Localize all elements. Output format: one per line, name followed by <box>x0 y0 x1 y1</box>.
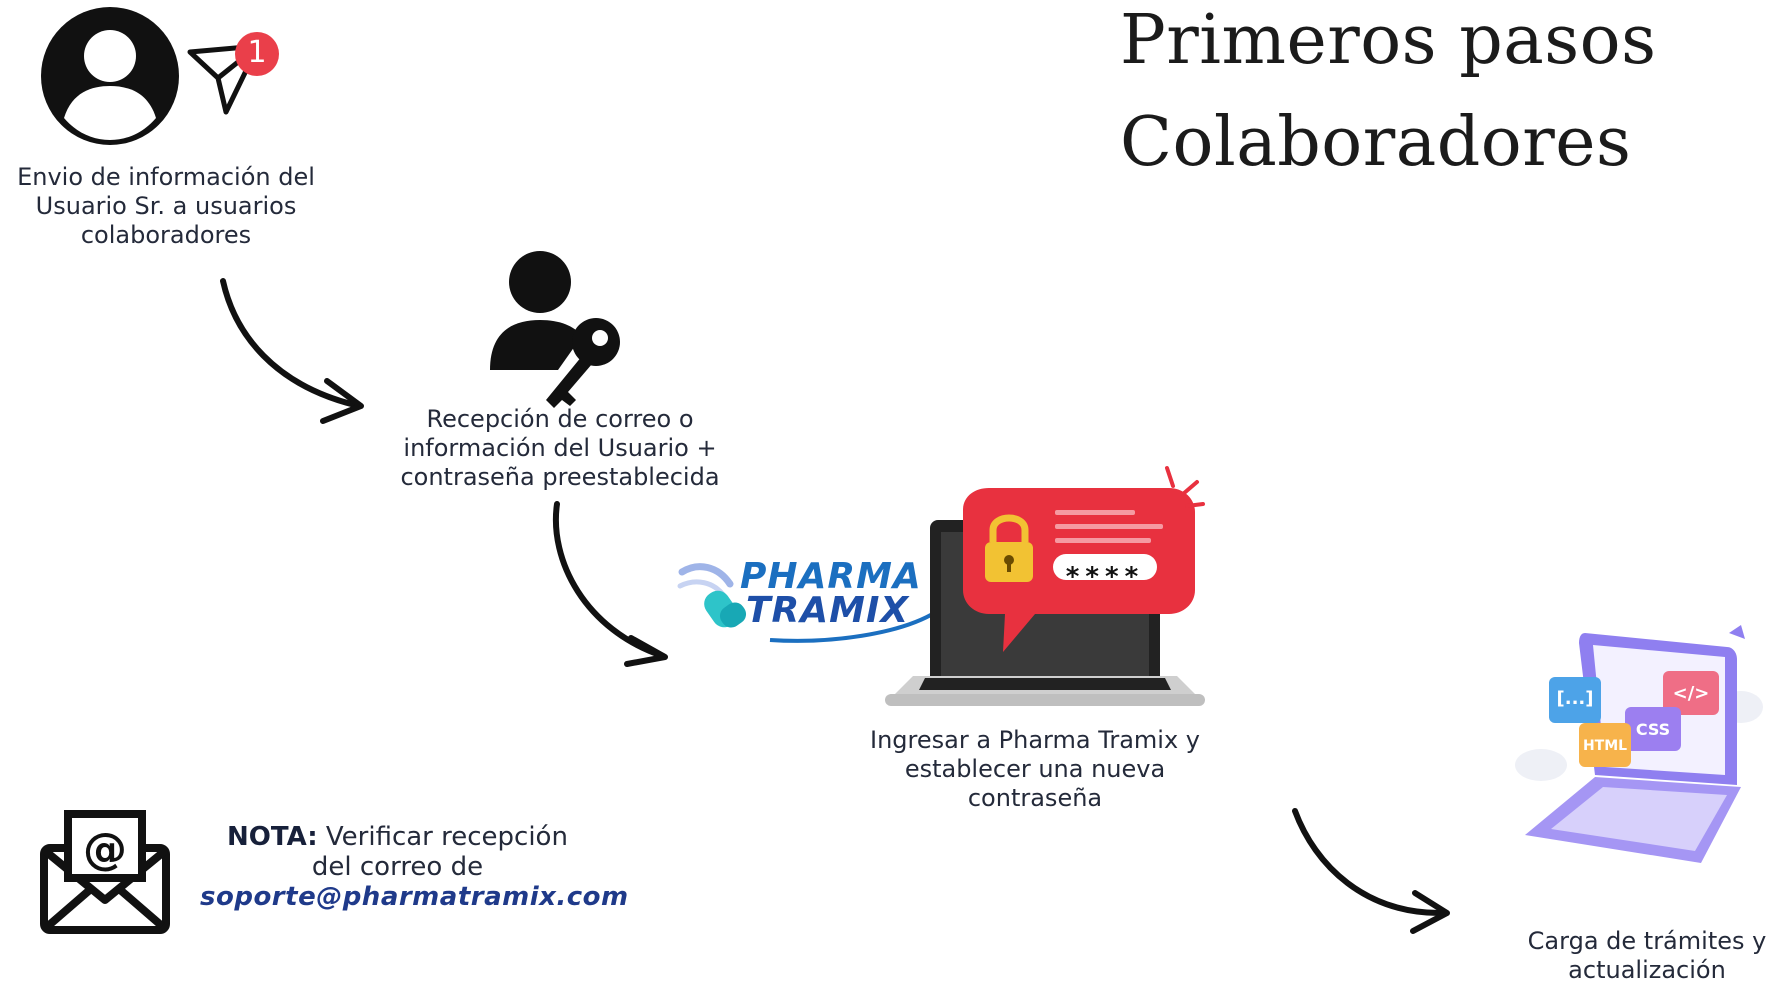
logo-line-1: PHARMA <box>740 556 922 597</box>
step-1-caption-line: Usuario Sr. a usuarios <box>35 192 297 220</box>
step-1-caption: Envio de información del Usuario Sr. a u… <box>0 163 332 250</box>
code-tag-html: HTML <box>1582 738 1628 754</box>
laptop-code-icon <box>1515 625 1763 863</box>
step-3-caption: Ingresar a Pharma Tramix y establecer un… <box>860 726 1210 813</box>
code-tag-brackets: [...] <box>1556 688 1594 709</box>
pharma-tramix-logo-icon <box>677 563 747 628</box>
note-text: Verificar recepción <box>325 822 568 852</box>
support-email-link[interactable]: soporte@pharmatramix.com <box>200 882 629 912</box>
step-3-caption-line: Ingresar a Pharma Tramix y <box>869 726 1200 754</box>
email-envelope-icon: @ <box>40 810 170 934</box>
user-avatar-icon <box>41 7 179 145</box>
step-2-caption: Recepción de correo o información del Us… <box>380 405 740 492</box>
step-1-caption-line: colaboradores <box>80 221 252 249</box>
logo-line-2: TRAMIX <box>746 590 910 631</box>
code-tag-html-brackets: </> <box>1672 683 1710 704</box>
step-3-caption-line: contraseña <box>967 784 1103 812</box>
note-label: NOTA: <box>227 822 318 852</box>
step-2-caption-line: información del Usuario + <box>403 434 717 462</box>
laptop-password-icon <box>885 466 1205 706</box>
code-tag-css: CSS <box>1635 720 1671 739</box>
step-4-caption-line: actualización <box>1568 956 1726 984</box>
user-key-icon <box>490 251 620 408</box>
note-box: NOTA: Verificar recepción del correo de … <box>200 822 629 912</box>
step-3-caption-line: establecer una nueva <box>904 755 1166 783</box>
notification-badge-count: 1 <box>247 35 267 70</box>
step-4-caption: Carga de trámites y actualización <box>1515 927 1779 985</box>
step-4-caption-line: Carga de trámites y <box>1527 927 1767 955</box>
step-2-caption-line: Recepción de correo o <box>426 405 694 433</box>
title-line-1: Primeros pasos <box>1120 1 1657 80</box>
logo-swoosh <box>769 610 938 643</box>
note-line-1: NOTA: Verificar recepción <box>200 822 595 852</box>
pharma-tramix-logo: PHARMA TRAMIX <box>740 556 922 631</box>
page-title: Primeros pasos Colaboradores <box>1120 0 1760 194</box>
flow-arrow-1 <box>220 278 364 424</box>
step-1-caption-line: Envio de información del <box>17 163 315 191</box>
step-2-caption-line: contraseña preestablecida <box>400 463 720 491</box>
flow-arrow-3 <box>1292 808 1450 934</box>
title-line-2: Colaboradores <box>1120 103 1632 182</box>
flow-arrow-2 <box>552 501 668 667</box>
notification-badge <box>235 32 279 76</box>
note-line-2: del correo de <box>311 852 484 882</box>
svg-text:@: @ <box>83 824 127 875</box>
password-mask: **** <box>1065 562 1145 592</box>
